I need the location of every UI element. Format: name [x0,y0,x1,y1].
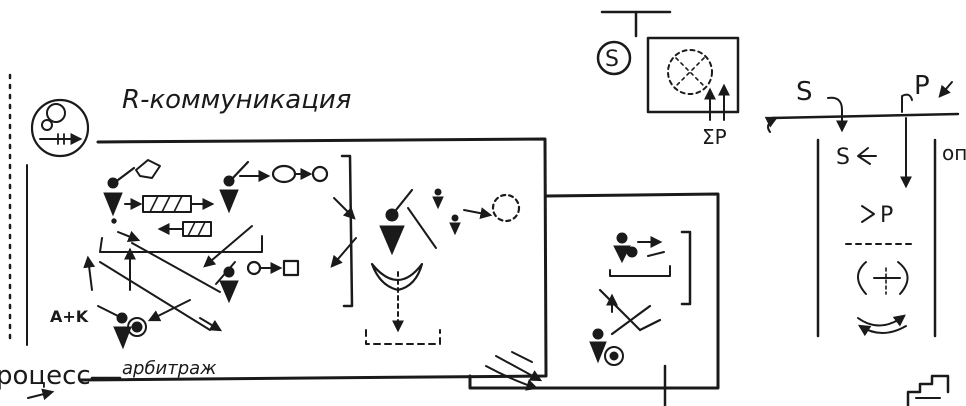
right-frame [470,194,718,406]
right-cluster [590,232,690,365]
process-arrow [28,392,52,398]
p-mid-label: P [880,203,893,228]
r-communication-circle-icon [32,100,88,156]
left-margin-lines [10,75,27,345]
middle-cluster [332,156,519,344]
s-box-cluster: S ΣP [598,12,738,149]
arbitrage-label: арбитраж [122,358,217,379]
bottom-right-boxes [908,376,948,406]
s-p-flow: S P S P оп [768,71,966,336]
sigma-p-label: ΣP [702,125,727,149]
a-plus-k-label: A+K [50,307,89,326]
s-branch-label: S [836,145,850,170]
bottom-crossing-arrows [486,352,540,388]
left-cluster: A+K [50,160,327,348]
title-label: R-коммуникация [122,85,351,115]
s-circle-label: S [605,47,619,72]
s-top-label: S [796,77,813,107]
op-cut-label: оп [942,141,966,165]
p-top-label: P [914,71,930,101]
process-label: роцесс [0,361,91,391]
